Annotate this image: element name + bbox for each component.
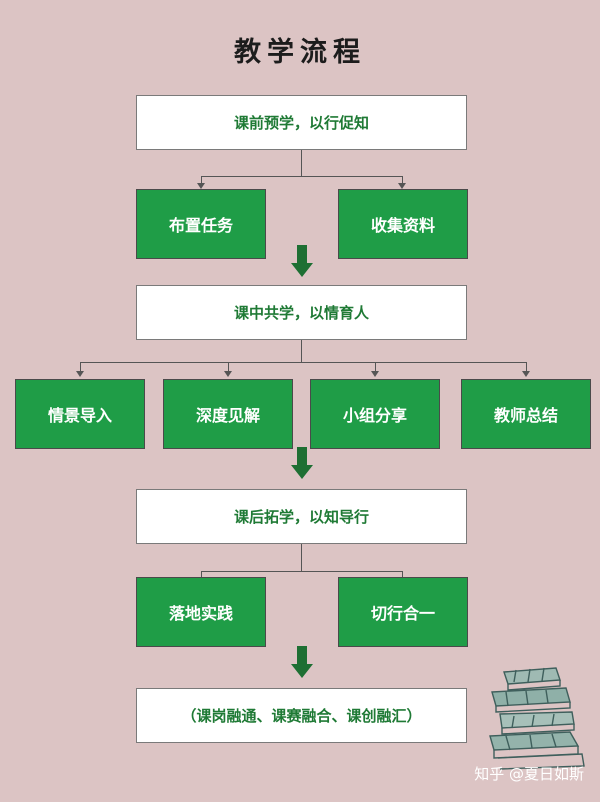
connector-arrow-tip [224, 371, 232, 377]
connector-line [201, 571, 202, 578]
connector-arrow-tip [398, 183, 406, 189]
connector-line [301, 544, 302, 571]
connector-line [402, 571, 403, 578]
connector-line [201, 571, 402, 572]
connector-line [228, 362, 229, 372]
final-outcome-box: （课岗融通、课赛融合、课创融汇） [136, 688, 467, 743]
watermark: 知乎 @夏日如斯 [474, 765, 584, 783]
down-arrow-icon [291, 447, 313, 481]
connector-line [301, 340, 302, 362]
task-box-practice: 落地实践 [136, 577, 266, 647]
task-box-assign: 布置任务 [136, 189, 266, 259]
connector-line [201, 176, 202, 184]
task-box-group-share: 小组分享 [310, 379, 440, 449]
connector-arrow-tip [197, 183, 205, 189]
down-arrow-icon [291, 646, 313, 680]
stage-box-post-class: 课后拓学，以知导行 [136, 489, 467, 544]
down-arrow-icon [291, 245, 313, 279]
task-box-collect: 收集资料 [338, 189, 468, 259]
stage-box-in-class: 课中共学，以情育人 [136, 285, 467, 340]
connector-line [375, 362, 376, 372]
connector-line [80, 362, 527, 363]
task-box-deep-insight: 深度见解 [163, 379, 293, 449]
page-title: 教学流程 [234, 37, 366, 68]
task-box-unity-of-knowing-doing: 切行合一 [338, 577, 468, 647]
connector-line [526, 362, 527, 372]
task-box-teacher-summary: 教师总结 [461, 379, 591, 449]
connector-line [301, 150, 302, 176]
stage-box-pre-class: 课前预学，以行促知 [136, 95, 467, 150]
task-box-scenario-intro: 情景导入 [15, 379, 145, 449]
book-stack-icon [489, 667, 585, 770]
connector-line [402, 176, 403, 184]
connector-arrow-tip [76, 371, 84, 377]
connector-arrow-tip [522, 371, 530, 377]
connector-line [80, 362, 81, 372]
connector-arrow-tip [371, 371, 379, 377]
connector-line [201, 176, 402, 177]
